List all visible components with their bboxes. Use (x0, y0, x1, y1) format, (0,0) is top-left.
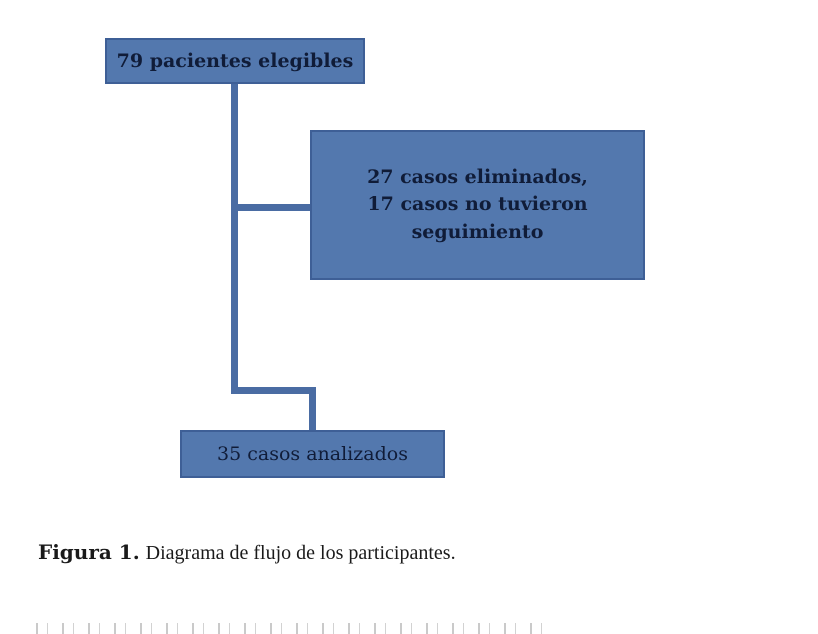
flow-box-excluded-line3: seguimiento (411, 220, 544, 243)
figure-caption-label: Figura 1. (38, 540, 140, 564)
figure-caption-text: Diagrama de flujo de los participantes. (145, 542, 456, 564)
flow-box-excluded: 27 casos eliminados, 17 casos no tuviero… (310, 130, 645, 280)
connector-horizontal-excluded (231, 204, 310, 211)
cut-off-text-line (36, 623, 556, 634)
flow-box-excluded-line2: 17 casos no tuvieron (367, 193, 588, 216)
connector-vertical-analyzed (309, 387, 316, 430)
flow-box-eligible: 79 pacientes elegibles (105, 38, 365, 84)
connector-horizontal-bottom (231, 387, 316, 394)
figure-caption: Figura 1.Diagrama de flujo de los partic… (38, 540, 718, 565)
flow-box-eligible-label: 79 pacientes elegibles (116, 50, 354, 72)
flow-box-analyzed-label: 35 casos analizados (217, 443, 408, 465)
flow-box-analyzed: 35 casos analizados (180, 430, 445, 478)
connector-vertical-main (231, 84, 238, 394)
flow-box-excluded-line1: 27 casos eliminados, (367, 165, 588, 188)
